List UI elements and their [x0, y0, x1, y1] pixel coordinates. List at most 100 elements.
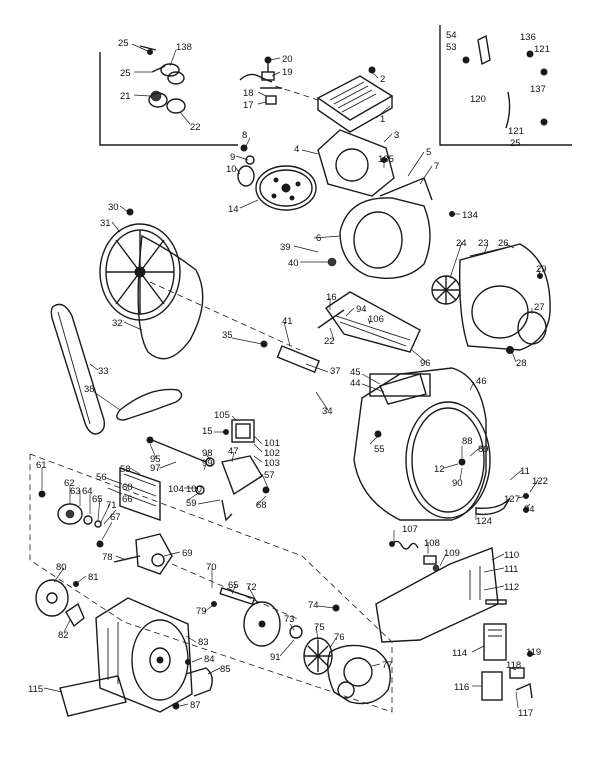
clamp-80-82: [35, 579, 85, 628]
callout-112: 112: [504, 582, 519, 593]
control-panel-bracket-110: [375, 547, 507, 643]
callout-44: 44: [350, 378, 361, 389]
callout-71: 71: [106, 500, 117, 511]
callout-89: 89: [478, 444, 489, 455]
callout-136: 136: [520, 32, 536, 43]
pulley-14: [255, 165, 317, 211]
drum-pulley-31: [99, 208, 181, 321]
impeller-24: [431, 275, 461, 305]
callout-37: 37: [330, 366, 341, 377]
callout-labels: 25 138 25 21 22 20 19 18 17 2 1 3 4 135 …: [28, 30, 550, 719]
callout-83: 83: [198, 637, 209, 648]
callout-47: 47: [228, 446, 239, 457]
motor-mount-plate-115: [59, 675, 127, 717]
callout-94: 94: [356, 304, 367, 315]
heater-duct-106: [317, 291, 421, 353]
callout-11: 11: [520, 466, 530, 477]
callout-18: 18: [243, 88, 254, 99]
small-parts-28-29: [506, 273, 543, 354]
callout-99: 99: [202, 458, 213, 469]
callout-70: 70: [206, 562, 217, 573]
latch-parts-17-20: [239, 56, 282, 105]
callout-61: 61: [36, 460, 47, 471]
callout-127: 127: [504, 494, 520, 505]
callout-22: 22: [190, 122, 201, 133]
leader-lines: [41, 43, 541, 709]
callout-12: 12: [434, 464, 445, 475]
callout-67: 67: [110, 512, 121, 523]
callout-8: 8: [242, 130, 247, 141]
callout-94: 94: [524, 504, 535, 515]
inset-left-parts: [139, 45, 186, 114]
switch-101-105: [223, 419, 255, 443]
callout-73: 73: [284, 614, 295, 625]
callout-57: 57: [264, 470, 275, 481]
callout-60: 60: [122, 482, 133, 493]
callout-138: 138: [176, 42, 192, 53]
callout-34: 34: [322, 406, 333, 417]
callout-103: 103: [264, 458, 280, 469]
callout-118: 118: [506, 660, 521, 671]
callout-41: 41: [282, 316, 293, 327]
blower-wheel-62-67: [38, 490, 104, 548]
callout-21: 21: [120, 91, 131, 102]
callout-19: 19: [282, 67, 293, 78]
callout-85: 85: [220, 664, 231, 675]
callout-14: 14: [228, 204, 239, 215]
blower-housing-6: [327, 177, 455, 279]
drive-motor-83: [95, 597, 193, 713]
spring-107: [389, 540, 419, 550]
callout-64: 64: [82, 486, 93, 497]
callout-38: 38: [84, 384, 95, 395]
callout-96: 96: [420, 358, 431, 369]
callout-87: 87: [190, 700, 201, 711]
callout-27: 27: [534, 302, 545, 313]
callout-95: 95: [150, 454, 161, 465]
motor-mount-69: [113, 533, 173, 575]
callout-119: 119: [526, 647, 541, 658]
callout-59: 59: [186, 498, 197, 509]
base-panel: [29, 453, 393, 713]
callout-101: 101: [264, 438, 280, 449]
belt-38: [116, 388, 183, 421]
callout-17: 17: [243, 100, 254, 111]
callout-104: 104: [168, 484, 184, 495]
callout-23: 23: [478, 238, 489, 249]
inset-box-left: [99, 52, 238, 146]
callout-65: 65: [92, 494, 103, 505]
callout-30: 30: [108, 202, 119, 213]
callout-72: 72: [246, 582, 257, 593]
callout-65: 65: [228, 580, 239, 591]
callout-9: 9: [230, 152, 235, 163]
callout-121: 121: [508, 126, 524, 137]
callout-16: 16: [326, 292, 337, 303]
baffle-44-45: [379, 373, 427, 405]
callout-105: 105: [214, 410, 230, 421]
callout-80: 80: [56, 562, 67, 573]
callout-97: 97: [150, 463, 161, 474]
belt-32: [137, 234, 204, 360]
callout-20: 20: [282, 54, 293, 65]
callout-46: 46: [476, 376, 487, 387]
callout-29: 29: [536, 264, 547, 275]
callout-121: 121: [534, 44, 550, 55]
pulley-72: [243, 601, 281, 647]
callout-22: 22: [324, 336, 335, 347]
small-parts-8-10: [237, 144, 255, 187]
callout-107: 107: [402, 524, 418, 535]
callout-76: 76: [334, 632, 345, 643]
callout-3: 3: [394, 130, 399, 141]
callout-32: 32: [112, 318, 123, 329]
callout-55: 55: [374, 444, 385, 455]
motor-clamp-84-87: [172, 659, 213, 710]
callout-4: 4: [294, 144, 299, 155]
callout-81: 81: [88, 572, 99, 583]
callout-68: 68: [256, 500, 267, 511]
callout-39: 39: [280, 242, 291, 253]
callout-69: 69: [182, 548, 193, 559]
callout-26: 26: [498, 238, 509, 249]
callout-28: 28: [516, 358, 527, 369]
callout-54: 54: [446, 30, 457, 41]
callout-66: 66: [122, 494, 133, 505]
callout-77: 77: [382, 660, 393, 671]
